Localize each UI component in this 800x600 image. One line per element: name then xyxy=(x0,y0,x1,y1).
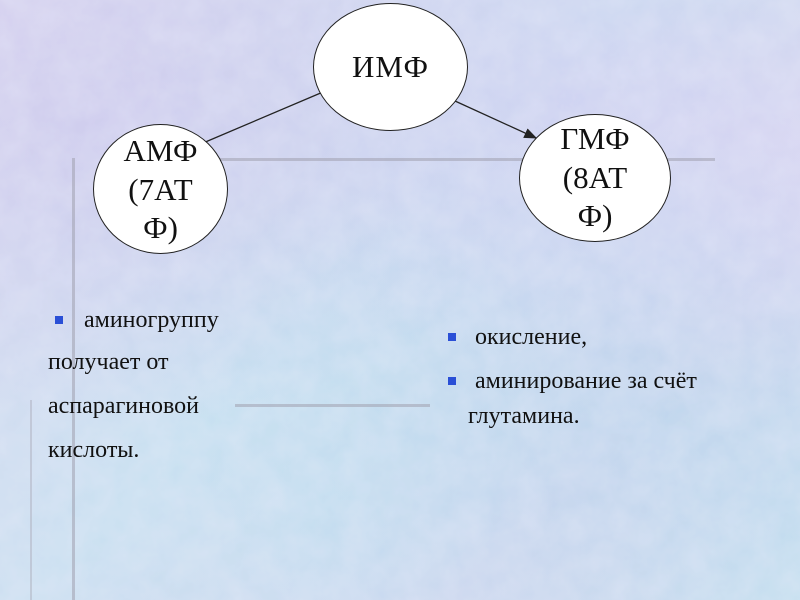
node-imf-label: ИМФ xyxy=(351,49,430,84)
decorative-vertical-line-faint xyxy=(30,400,32,600)
decorative-horizontal-line-short xyxy=(235,404,430,407)
node-gmf-label: ГМФ (8АТ Ф) xyxy=(560,120,630,234)
edge-imf-amf xyxy=(195,91,324,147)
bullet-square-icon xyxy=(448,333,456,341)
decorative-vertical-line xyxy=(72,158,75,600)
node-gmf: ГМФ (8АТ Ф) xyxy=(519,114,671,242)
bullet-square-icon xyxy=(448,377,456,385)
node-amf: АМФ (7АТ Ф) xyxy=(93,124,228,254)
amf-description-line-4: кислоты. xyxy=(48,437,140,463)
decorative-horizontal-line xyxy=(200,158,715,161)
gmf-description-item-1: окисление, xyxy=(475,324,588,350)
node-imf: ИМФ xyxy=(313,3,468,131)
gmf-description-item-2-continuation: глутамина. xyxy=(468,403,580,429)
node-amf-label: АМФ (7АТ Ф) xyxy=(123,132,198,246)
edge-imf-gmf-arrow xyxy=(454,100,538,139)
gmf-description-item-2: аминирование за счёт xyxy=(475,368,697,394)
amf-description-line-3: аспарагиновой xyxy=(48,393,199,419)
bullet-square-icon xyxy=(55,316,63,324)
amf-description-line-2: получает от xyxy=(48,349,169,375)
amf-description-line-1: аминогруппу xyxy=(84,307,219,333)
